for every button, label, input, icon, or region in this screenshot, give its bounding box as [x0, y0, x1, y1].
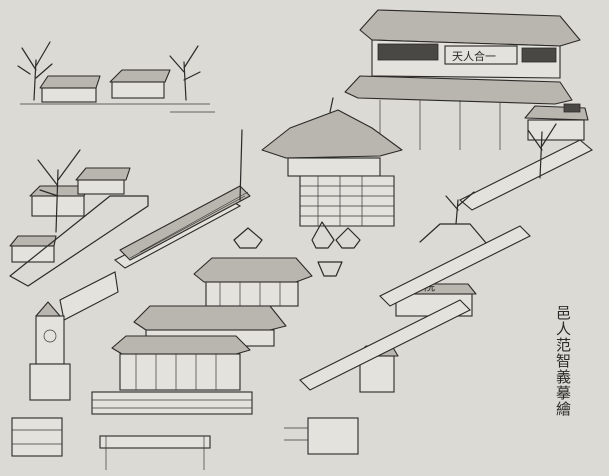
bottom-gateways	[11, 417, 359, 470]
tree-icon	[17, 41, 201, 101]
top-left-houses	[20, 69, 215, 113]
left-houses	[9, 149, 149, 287]
east-side-hall: 院	[379, 191, 531, 317]
middle-hall	[193, 257, 313, 307]
front-gate-hall	[91, 305, 287, 415]
main-rear-hall: 天人合一	[344, 9, 581, 150]
central-pavilion	[261, 97, 403, 227]
incense-burners	[233, 129, 361, 277]
southeast-building	[299, 299, 471, 393]
bell-tower	[29, 301, 71, 401]
right-halls	[459, 103, 593, 211]
artist-caption: 邑人范智義摹繪	[554, 305, 572, 417]
main-hall-plaque: 天人合一	[452, 49, 496, 63]
west-corridor	[59, 185, 251, 321]
